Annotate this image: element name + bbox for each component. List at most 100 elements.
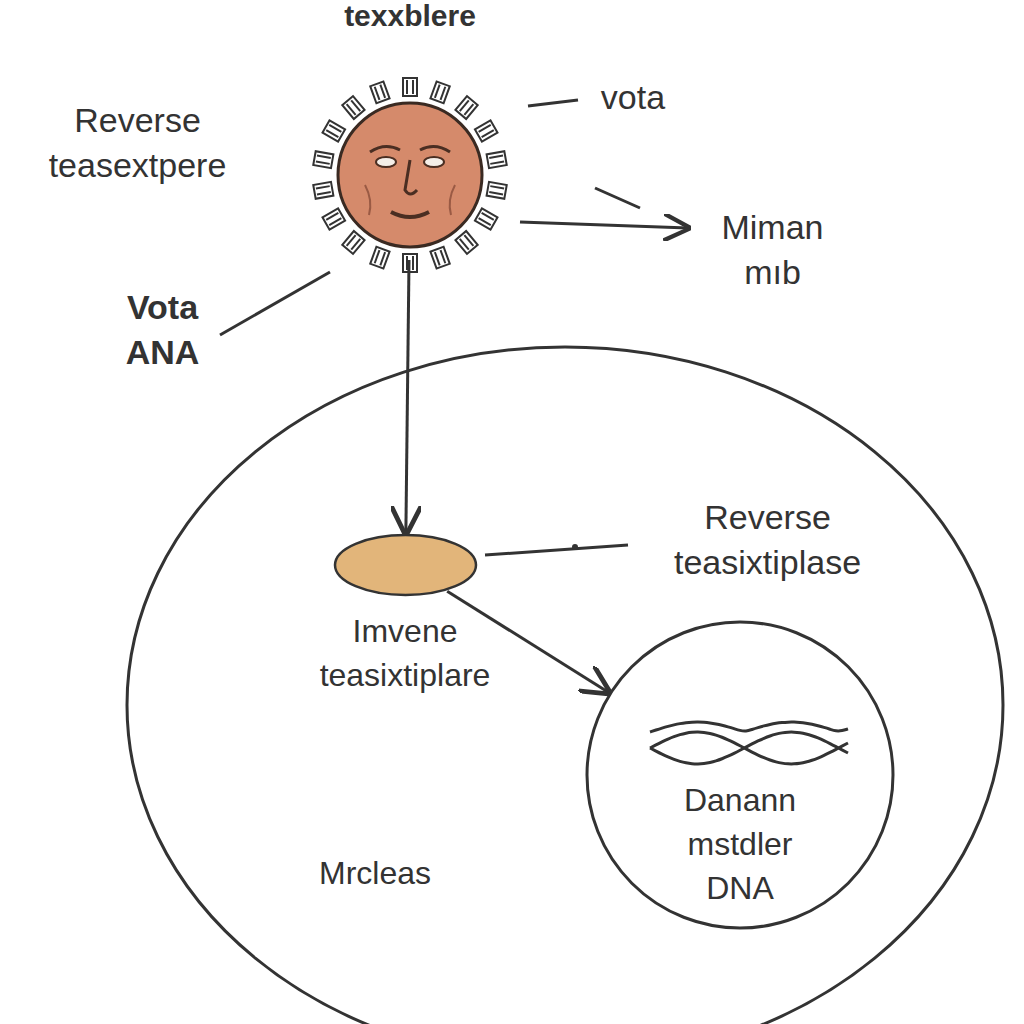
spike-stroke xyxy=(479,218,491,225)
spike-glyph xyxy=(475,120,498,141)
spike-stroke xyxy=(441,250,446,263)
spike-stroke xyxy=(435,252,440,265)
nucleus-circle: Danann mstdler DNA xyxy=(585,620,895,930)
capsid-spike xyxy=(322,208,345,229)
capsid-spike xyxy=(475,208,498,229)
spike-glyph xyxy=(370,247,389,269)
capsid-spike xyxy=(430,247,449,269)
dna-helix xyxy=(650,732,848,764)
spike-stroke xyxy=(347,104,356,115)
host-cell-outline xyxy=(125,345,1005,1024)
spike-stroke xyxy=(329,218,341,225)
leader-line xyxy=(485,545,628,555)
spike-stroke xyxy=(482,130,494,137)
spike-glyph xyxy=(403,78,417,96)
leader-line xyxy=(528,100,578,106)
spike-stroke xyxy=(316,186,330,188)
spike-glyph xyxy=(430,81,449,103)
capsid-spike xyxy=(455,231,477,254)
spike-glyph xyxy=(430,247,449,269)
spike-stroke xyxy=(490,186,504,188)
capsid-spike xyxy=(342,96,364,119)
spike-stroke xyxy=(326,213,338,220)
host-cell: Mrcleas Imvene teasixtiplareDanann mstdle… xyxy=(125,345,1005,1024)
spike-stroke xyxy=(441,87,446,100)
spike-glyph xyxy=(370,81,389,103)
capsid-spike xyxy=(403,78,417,96)
spike-glyph xyxy=(455,96,477,119)
capsid-spike xyxy=(370,247,389,269)
capsid-spike xyxy=(430,81,449,103)
dna-helix xyxy=(650,732,848,764)
capsid-spike xyxy=(322,120,345,141)
node-label: Imvene teasixtiplare xyxy=(275,609,535,697)
spike-stroke xyxy=(375,250,380,263)
leader-arrow xyxy=(520,222,688,228)
virus-particle-outline xyxy=(325,90,495,260)
nucleus-membrane xyxy=(587,622,893,928)
spike-stroke xyxy=(317,156,331,158)
spike-stroke xyxy=(435,85,440,98)
capsid-spike xyxy=(403,254,417,272)
spike-stroke xyxy=(460,100,469,111)
callout-label: Reverse teasixtiplase xyxy=(620,495,915,585)
enzyme-oval-outline xyxy=(333,533,478,597)
stray-mark xyxy=(595,188,640,208)
face-brows xyxy=(370,146,450,152)
spike-stroke xyxy=(490,161,504,163)
enzyme-oval: Imvene teasixtiplare xyxy=(333,533,478,597)
spike-glyph xyxy=(322,208,345,229)
capsid-spike xyxy=(313,151,333,168)
face-eye xyxy=(424,157,444,167)
spike-stroke xyxy=(479,125,491,132)
flow-arrow xyxy=(406,260,409,533)
spike-stroke xyxy=(375,87,380,100)
dna-helix xyxy=(650,722,848,732)
spike-glyph xyxy=(313,182,333,199)
spike-stroke xyxy=(412,80,414,94)
node-label: Mrcleas xyxy=(275,853,475,893)
spike-stroke xyxy=(351,100,360,111)
spike-glyph xyxy=(455,231,477,254)
face-nose xyxy=(405,160,417,194)
spike-stroke xyxy=(326,130,338,137)
spike-glyph xyxy=(475,208,498,229)
spike-glyph xyxy=(403,254,417,272)
cell-membrane xyxy=(127,347,1003,1024)
spike-stroke xyxy=(406,80,408,94)
callout-label: Vota ANA xyxy=(95,285,230,375)
spike-stroke xyxy=(460,239,469,250)
spike-stroke xyxy=(380,85,385,98)
capsid-spike xyxy=(487,182,507,199)
node-label: texxblere xyxy=(295,0,525,34)
face-eye xyxy=(376,157,396,167)
callout-label: Miman mıb xyxy=(690,205,855,295)
leader-dot xyxy=(572,544,578,550)
virus-particle: texxblere xyxy=(325,90,495,260)
spike-stroke xyxy=(482,213,494,220)
spike-stroke xyxy=(489,156,503,158)
spike-glyph xyxy=(487,151,507,168)
spike-stroke xyxy=(351,239,360,250)
spike-stroke xyxy=(464,104,473,115)
virus-core xyxy=(338,103,482,247)
spike-stroke xyxy=(317,192,331,194)
spike-stroke xyxy=(347,235,356,246)
spike-stroke xyxy=(412,256,414,270)
spike-glyph xyxy=(487,182,507,199)
capsid-spike xyxy=(342,231,364,254)
spike-glyph xyxy=(322,120,345,141)
capsid-spike xyxy=(475,120,498,141)
leader-line xyxy=(220,272,330,335)
spike-stroke xyxy=(316,161,330,163)
capsid-spike xyxy=(313,182,333,199)
face-mouth xyxy=(391,212,429,217)
spike-stroke xyxy=(464,235,473,246)
capsid-spike xyxy=(370,81,389,103)
capsid-spike xyxy=(487,151,507,168)
callout-label: Reverse teasextpere xyxy=(5,98,270,188)
node-label: Danann mstdler DNA xyxy=(655,778,825,910)
spike-glyph xyxy=(342,96,364,119)
callout-label: vota xyxy=(588,75,678,120)
